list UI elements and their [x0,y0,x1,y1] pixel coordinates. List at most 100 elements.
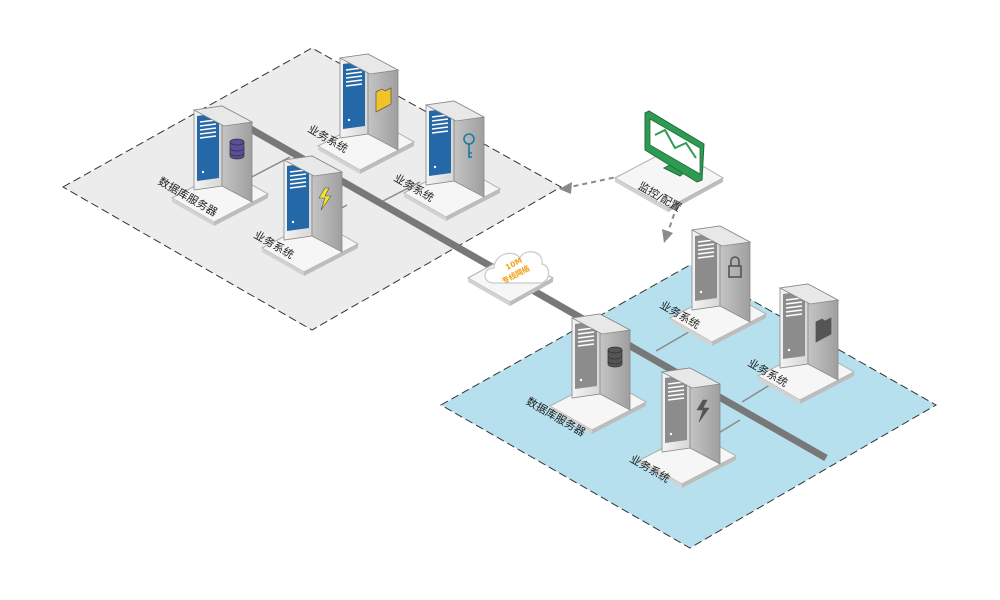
server-led [201,170,205,174]
server-vent [577,331,595,335]
server-left-top: 业务系统 [305,53,416,174]
server-vent [199,135,217,139]
server-base-edge [262,248,304,276]
server-base-edge-right [592,402,646,434]
server-right-bolt: 业务系统 [627,367,738,488]
server-base-edge-right [360,142,414,174]
server-front-panel [783,291,805,359]
server-front-panel [695,233,717,301]
server-base-edge-right [682,456,736,488]
server-base-edge-right [304,244,358,276]
server-left-key: 业务系统 [391,100,502,221]
server-vent [697,247,715,251]
server-vent [345,75,363,79]
server-vent [289,181,307,185]
server-base-edge [550,406,592,434]
server-base-edge-right [214,194,268,226]
server-led [433,165,437,169]
server-vent [289,173,307,177]
server-front-panel [287,163,309,231]
server-right-db: 数据库服务器 [524,313,648,439]
server-vent [289,185,307,189]
server-base-edge [640,460,682,488]
server-vent [431,122,449,126]
server-vent [667,385,685,389]
server-front-panel [429,108,451,176]
server-led [347,118,351,122]
server-vent [785,305,803,309]
server-led [291,220,295,224]
server-led [579,378,583,382]
monitor-node: 监控/配置 [613,110,725,215]
server-front-panel [197,113,219,181]
server-case-top [778,283,840,305]
server-base-edge-right [800,372,854,404]
server-vent [667,389,685,393]
server-case-top [338,53,400,75]
server-vent [577,335,595,339]
server-base-edge [670,318,712,346]
server-vent [345,83,363,87]
server-vent [431,118,449,122]
server-vent [577,343,595,347]
server-vent [577,339,595,343]
connector [245,156,291,181]
server-vent [345,71,363,75]
cloud-base-edge-right [510,278,553,306]
cloud-node: 10M 专线网络 [466,251,555,306]
server-case-top [192,105,254,127]
server-front-panel [575,321,597,389]
server-case-top [282,155,344,177]
server-vent [431,126,449,130]
key-icon [463,133,475,158]
server-case-top [570,313,632,335]
server-base-edge-right [446,189,500,221]
server-case-top [424,100,486,122]
arrow-to-right-zone [667,196,681,233]
server-vent [199,123,217,127]
lock-icon [728,256,742,278]
server-vent [697,255,715,259]
server-vent [785,313,803,317]
cloud-icon [484,251,550,284]
server-vent [199,131,217,135]
connector [716,419,741,435]
server-vent [785,309,803,313]
server-vent [345,79,363,83]
server-vent [667,393,685,397]
server-case-top [690,225,752,247]
server-vent [667,397,685,401]
server-vent [697,243,715,247]
server-base-edge [318,146,360,174]
server-vent [199,127,217,131]
database-icon [229,138,245,160]
server-led [669,432,673,436]
server-right-folder: 业务系统 [745,283,856,404]
monitor-base-edge [615,178,668,212]
connector [382,181,421,202]
server-front-panel [665,375,687,443]
arrowhead-left [559,182,572,194]
bolt-icon [696,399,710,423]
server-base-edge [404,193,446,221]
folder-icon [815,317,832,343]
server-led [787,348,791,352]
database-icon [607,346,623,368]
server-vent [431,130,449,134]
server-vent [289,177,307,181]
monitor-base-edge-right [668,178,723,212]
bolt-icon [318,187,332,211]
server-led [699,290,703,294]
server-case-top [660,367,722,389]
server-front-panel [343,61,365,129]
arrowhead-right [662,229,673,243]
server-base-edge [172,198,214,226]
server-base-edge-right [712,314,766,346]
server-base-edge [758,376,800,404]
server-vent [697,251,715,255]
chart-line-icon [654,128,697,159]
folder-icon [375,87,392,113]
server-left-bolt: 业务系统 [251,155,360,276]
